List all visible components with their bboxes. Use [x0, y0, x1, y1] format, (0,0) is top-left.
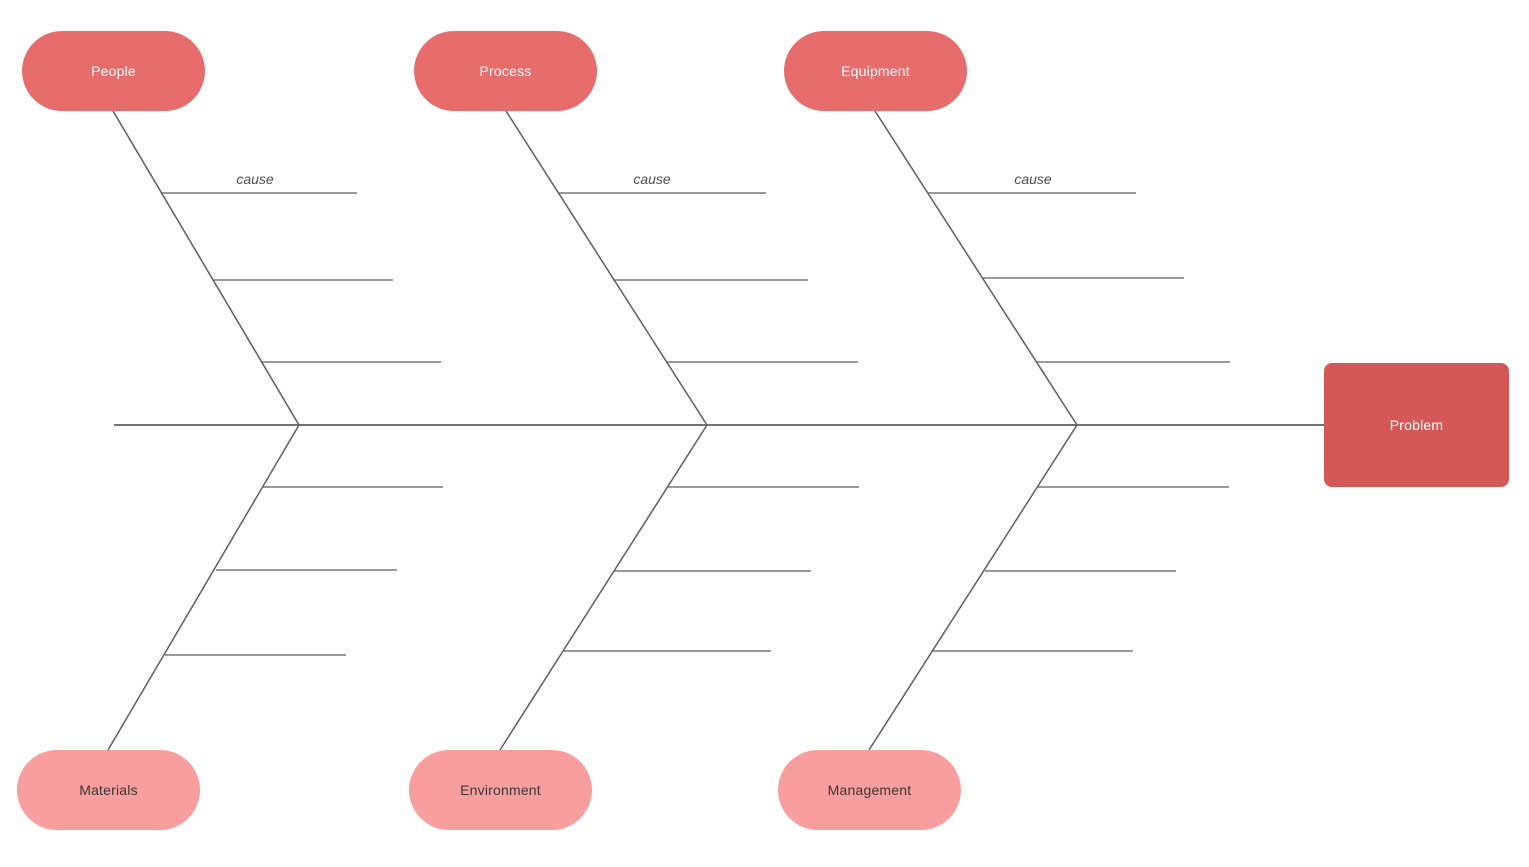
equipment-bone-line — [874, 110, 1078, 426]
problem-box[interactable]: Problem — [1324, 363, 1509, 487]
category-pill-equipment[interactable]: Equipment — [784, 31, 967, 111]
people-bone-line — [112, 110, 300, 426]
category-pill-materials[interactable]: Materials — [17, 750, 200, 830]
category-pill-process[interactable]: Process — [414, 31, 597, 111]
management-bone-line — [868, 424, 1078, 751]
cause-label-people[interactable]: cause — [236, 171, 274, 187]
category-pill-management[interactable]: Management — [778, 750, 961, 830]
category-pill-people[interactable]: People — [22, 31, 205, 111]
cause-label-process[interactable]: cause — [633, 171, 671, 187]
cause-label-equipment[interactable]: cause — [1014, 171, 1052, 187]
category-pill-environment[interactable]: Environment — [409, 750, 592, 830]
materials-bone-line — [107, 424, 300, 751]
environment-bone-line — [499, 424, 708, 751]
process-bone-line — [505, 110, 708, 426]
